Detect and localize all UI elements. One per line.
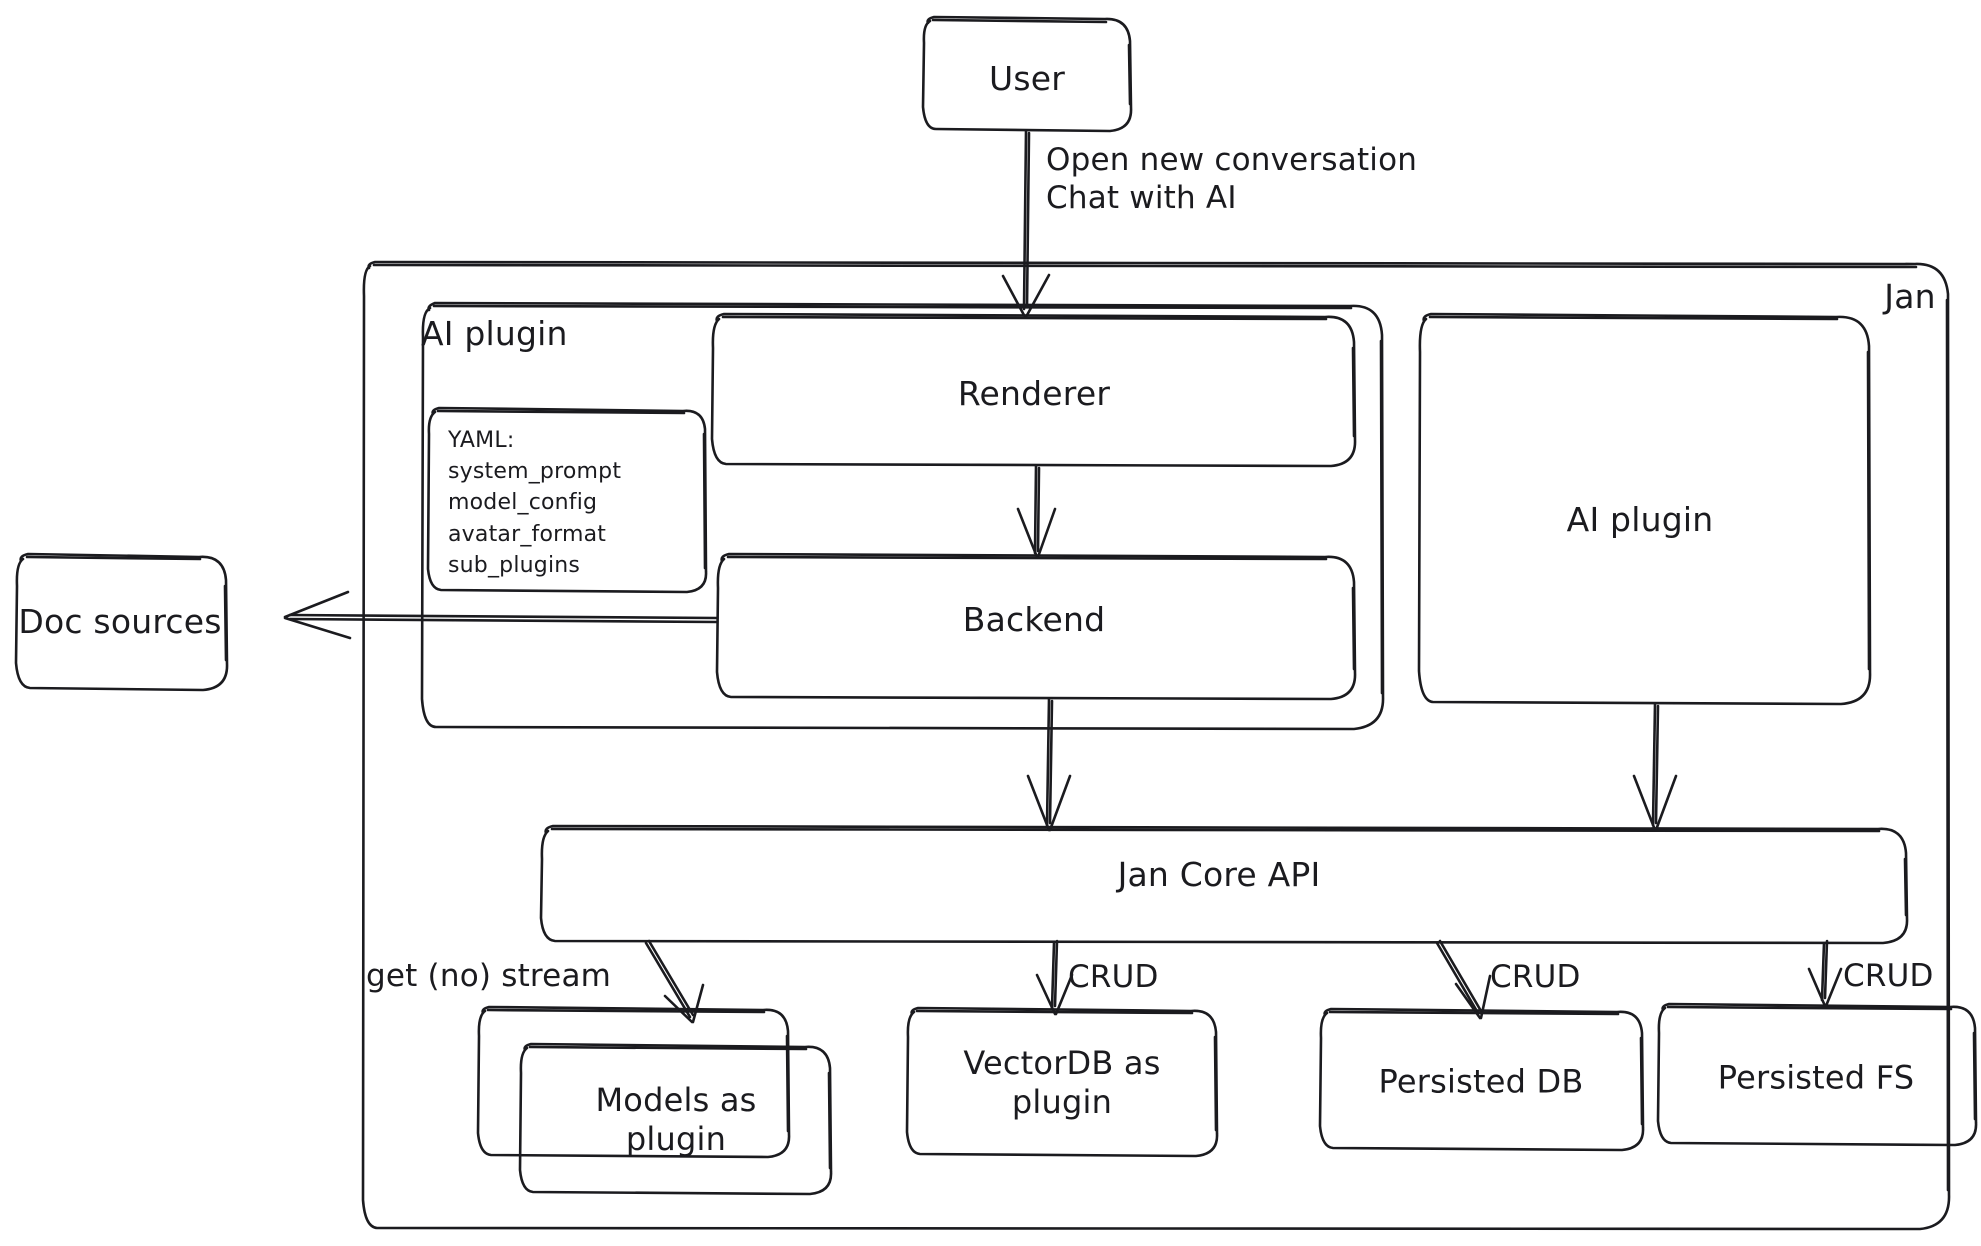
node-user[interactable]: [921, 15, 1133, 133]
node-persisted-fs[interactable]: [1656, 1002, 1978, 1147]
container-jan: [361, 260, 1951, 1231]
node-persisted-db[interactable]: [1318, 1007, 1645, 1152]
edge-core-api-to-vectordb: [1035, 939, 1074, 1016]
node-jan-core-api[interactable]: [539, 824, 1909, 945]
edge-backend-to-doc-sources: [283, 590, 719, 640]
node-vectordb-plugin[interactable]: [905, 1006, 1219, 1158]
node-backend[interactable]: [715, 552, 1357, 701]
edge-ai-plugin-to-core-api: [1632, 702, 1678, 832]
edge-renderer-to-backend: [1016, 464, 1057, 559]
edge-core-api-to-persisted-fs: [1807, 939, 1843, 1008]
node-yaml-note: [426, 406, 708, 594]
node-renderer[interactable]: [710, 312, 1357, 468]
container-ai-plugin-group: [420, 301, 1385, 731]
edge-backend-to-core-api: [1026, 697, 1072, 832]
node-ai-plugin-box[interactable]: [1417, 312, 1872, 706]
edge-user-to-renderer: [1001, 129, 1051, 319]
node-doc-sources[interactable]: [14, 552, 229, 692]
node-models-plugin[interactable]: [476, 1005, 833, 1196]
edge-core-api-to-persisted-db: [1435, 939, 1492, 1020]
